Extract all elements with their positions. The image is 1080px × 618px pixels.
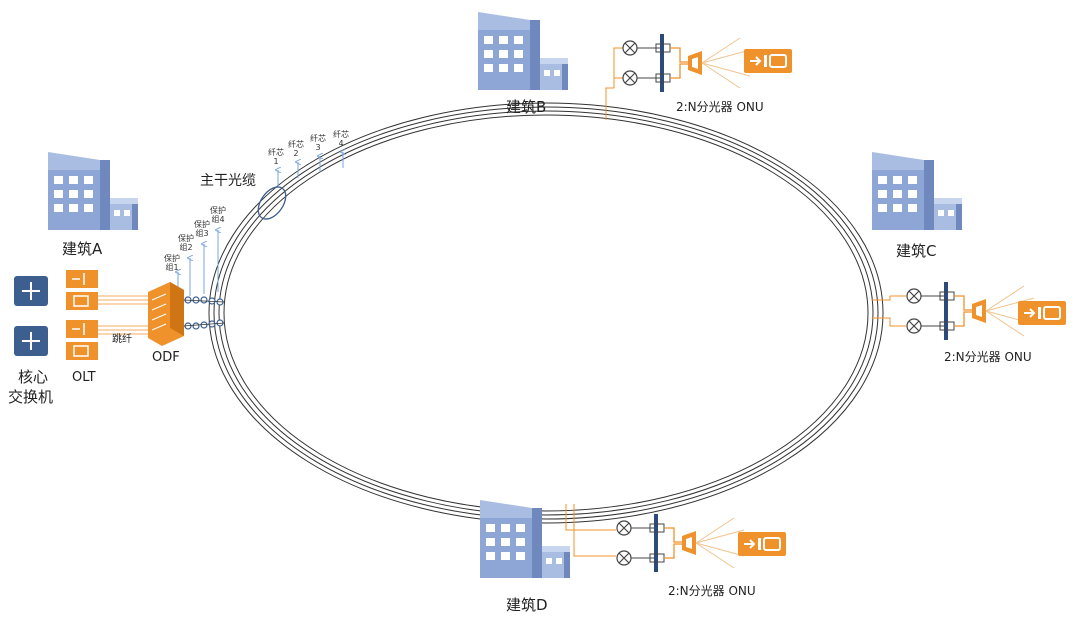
odf-label: ODF [152,350,180,365]
fiber-core-arrows [278,152,343,186]
main-cable-label: 主干光缆 [200,173,256,189]
onu-c-icon [1017,300,1067,326]
splitter-c-icon [906,281,1035,341]
core-switch-label-1: 核心 [18,368,49,386]
branch-c [872,295,906,327]
building-a-label: 建筑A [62,240,103,258]
main-cable-marker [257,186,287,220]
protect-group-label: 保护组4 [210,206,226,224]
building-b-label: 建筑B [506,98,547,116]
building-b-icon [478,12,568,90]
protect-group-label: 保护组2 [178,234,194,252]
odf-rack-icon [148,282,184,346]
building-c-label: 建筑C [896,242,937,260]
core-switch-label-2: 交换机 [8,388,54,406]
olt-label: OLT [72,370,96,385]
protect-group-label: 保护组1 [164,254,180,272]
onu-b-icon [743,48,793,74]
onu-d-icon [737,531,787,557]
branch-b [605,47,624,120]
splitter-b-icon [622,33,751,93]
building-d-icon [480,500,570,578]
building-d-label: 建筑D [506,596,548,614]
core-switch-icon [14,276,48,356]
building-a-icon [48,152,138,230]
building-c-icon [872,152,962,230]
protect-group-label: 保护组3 [194,220,210,238]
branch-d [565,504,616,557]
patch-fibers [98,295,148,335]
patch-fiber-label: 跳纤 [112,334,132,345]
splitter-onu-b-label: 2:N分光器 ONU [676,100,764,114]
splitter-onu-c-label: 2:N分光器 ONU [944,350,1032,364]
fiber-ring [208,102,884,524]
splitter-onu-d-label: 2:N分光器 ONU [668,584,756,598]
olt-icon [66,270,98,360]
splitter-d-icon [616,513,745,573]
